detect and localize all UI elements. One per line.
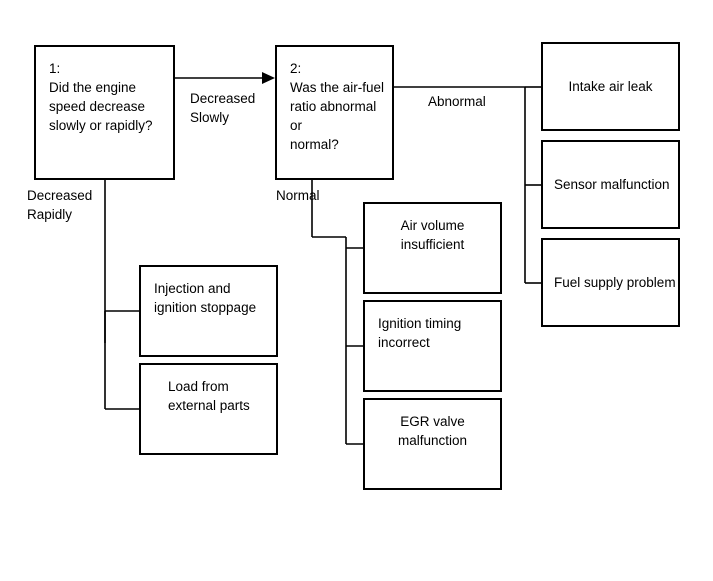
node-egr-valve-malfunction[interactable]: EGR valve malfunction: [363, 398, 502, 490]
edge-label-decreased-rapidly: Decreased Rapidly: [27, 188, 93, 222]
node-question-2[interactable]: 2: Was the air-fuel ratio abnormal or no…: [275, 45, 394, 180]
edge-label-abnormal: Abnormal: [428, 94, 486, 109]
edge-label-normal: Normal: [276, 188, 320, 203]
node-injection-ignition-stoppage[interactable]: Injection and ignition stoppage: [139, 265, 278, 357]
node-question-1[interactable]: 1: Did the engine speed decrease slowly …: [34, 45, 175, 180]
node-intake-air-leak[interactable]: Intake air leak: [541, 42, 680, 131]
edge-label-decreased-slowly: Decreased Slowly: [190, 91, 256, 125]
arrowhead-to-q2: [262, 72, 275, 84]
node-air-volume-insufficient[interactable]: Air volume insufficient: [363, 202, 502, 294]
node-ignition-timing-incorrect[interactable]: Ignition timing incorrect: [363, 300, 502, 392]
node-fuel-supply-problem[interactable]: Fuel supply problem: [541, 238, 680, 327]
node-load-from-external-parts[interactable]: Load from external parts: [139, 363, 278, 455]
node-sensor-malfunction[interactable]: Sensor malfunction: [541, 140, 680, 229]
